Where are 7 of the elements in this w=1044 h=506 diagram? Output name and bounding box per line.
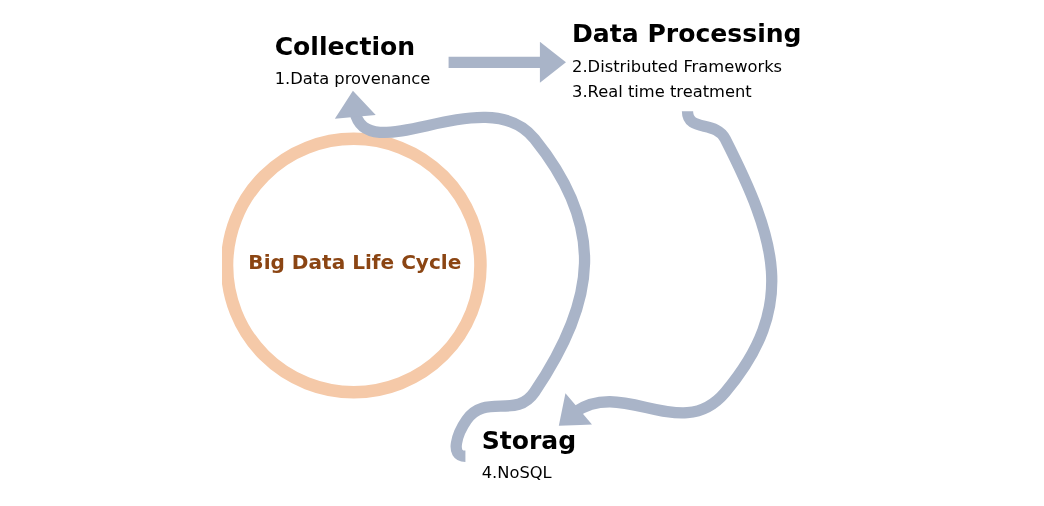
arrow — [558, 110, 777, 426]
arrow — [334, 90, 590, 462]
node-text: Data Processing 2.Distributed Frameworks 3.Real time treatment — [571, 19, 802, 101]
node-text: Collection 1.Data provenance — [274, 31, 430, 89]
arrow — [448, 41, 566, 83]
node-circle: Big Data Life Cycle — [221, 132, 487, 399]
node-text: Storag 4.NoSQL — [481, 425, 576, 483]
